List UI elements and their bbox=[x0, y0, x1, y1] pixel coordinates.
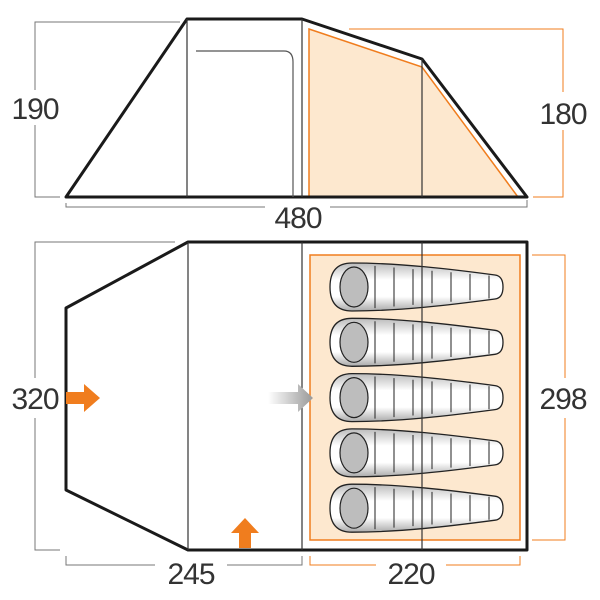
sleeping-bag-head bbox=[339, 432, 369, 474]
sleeping-bag-head bbox=[339, 266, 369, 308]
sleeping-bag-icon bbox=[329, 372, 504, 423]
sleeping-bag-head bbox=[339, 377, 369, 419]
side-entrance-arrow-icon bbox=[231, 518, 259, 548]
sleeping-bag-icon bbox=[329, 428, 504, 478]
inner-length-label: 220 bbox=[387, 558, 434, 591]
sleeping-bag-icon bbox=[329, 317, 504, 367]
width-label: 320 bbox=[11, 383, 58, 416]
right-height-label: 180 bbox=[539, 98, 586, 131]
entrance-arrow-icon bbox=[66, 384, 100, 412]
side-view: 190 180 480 bbox=[11, 17, 588, 235]
sleeping-bag-icon bbox=[329, 483, 504, 533]
sleeping-bags bbox=[329, 262, 504, 533]
inner-tent-side-fill bbox=[308, 27, 520, 198]
plan-view: 320 298 245 220 bbox=[11, 240, 588, 591]
left-height-label: 190 bbox=[11, 93, 58, 126]
door-outline bbox=[196, 50, 294, 197]
sleeping-bag-icon bbox=[329, 262, 504, 312]
tent-side-outline bbox=[64, 17, 529, 199]
porch-length-label: 245 bbox=[167, 558, 214, 591]
length-label: 480 bbox=[274, 202, 321, 235]
sleeping-bag-head bbox=[339, 487, 369, 529]
inner-door-arrow-icon bbox=[268, 384, 313, 412]
inner-width-label: 298 bbox=[539, 383, 586, 416]
sleeping-bag-head bbox=[339, 321, 369, 363]
